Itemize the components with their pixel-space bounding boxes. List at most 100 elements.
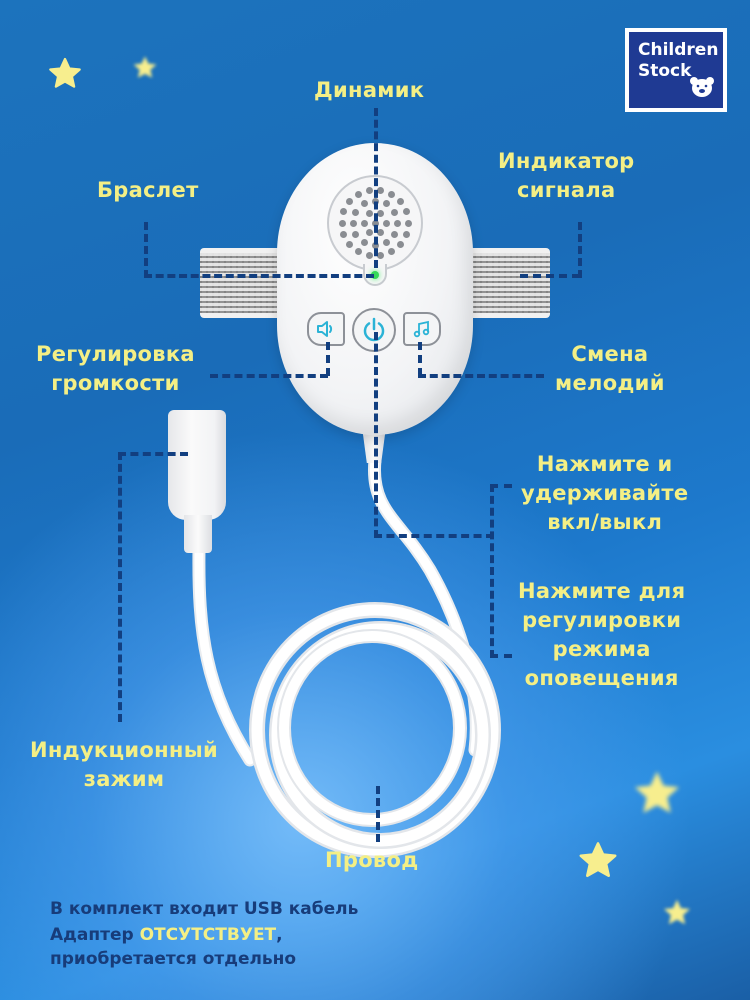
label-power: Нажмите и удерживайте вкл/выкл bbox=[521, 450, 688, 537]
leader-speaker bbox=[374, 108, 378, 268]
speaker-hole bbox=[366, 209, 373, 217]
label-volume: Регулировка громкости bbox=[36, 340, 195, 398]
speaker-hole bbox=[393, 219, 401, 227]
label-power-line1: Нажмите и bbox=[536, 452, 673, 476]
note-adapter-missing: Адаптер ОТСУТСТВУЕТ, bbox=[50, 922, 283, 948]
note-line2-highlight: ОТСУТСТВУЕТ bbox=[139, 925, 277, 945]
led-indicator bbox=[371, 271, 379, 279]
label-mode-line1: Нажмите для bbox=[518, 579, 686, 603]
label-mode-line2: регулировки bbox=[522, 608, 682, 632]
note-line2-suffix: , bbox=[276, 925, 283, 945]
speaker-hole bbox=[346, 240, 354, 248]
speaker-hole bbox=[402, 208, 410, 216]
logo-text-line1: Children bbox=[638, 40, 719, 60]
speaker-hole bbox=[388, 190, 395, 198]
label-melody-line1: Смена bbox=[571, 342, 649, 366]
label-bracelet: Браслет bbox=[97, 176, 199, 205]
leader-volume-v bbox=[326, 342, 330, 376]
speaker-hole bbox=[360, 219, 368, 227]
leader-power-v bbox=[374, 332, 378, 538]
star-icon bbox=[133, 56, 157, 78]
star-icon bbox=[634, 771, 680, 813]
volume-button[interactable] bbox=[307, 312, 345, 346]
label-mode-line4: оповещения bbox=[524, 666, 679, 690]
leader-melody-h bbox=[418, 374, 544, 378]
speaker-hole bbox=[396, 198, 404, 206]
label-clip: Индукционный зажим bbox=[30, 736, 218, 794]
speaker-hole bbox=[390, 208, 398, 216]
speaker-hole bbox=[382, 238, 390, 246]
label-mode: Нажмите для регулировки режима оповещени… bbox=[518, 577, 685, 693]
speaker-hole bbox=[388, 248, 395, 256]
label-speaker: Динамик bbox=[314, 76, 424, 105]
note-usb-included: В комплект входит USB кабель bbox=[50, 896, 358, 922]
logo-text-line2: Stock bbox=[638, 61, 692, 81]
label-melody-line2: мелодий bbox=[555, 371, 665, 395]
label-clip-line1: Индукционный bbox=[30, 738, 219, 762]
speaker-hole bbox=[382, 219, 390, 227]
speaker-hole bbox=[352, 208, 360, 216]
speaker-hole bbox=[404, 219, 412, 227]
speaker-hole bbox=[377, 187, 385, 194]
speaker-hole bbox=[366, 229, 373, 237]
note-line2-prefix: Адаптер bbox=[50, 925, 140, 945]
label-speaker-text: Динамик bbox=[314, 78, 425, 102]
note-line1: В комплект входит USB кабель bbox=[50, 899, 359, 919]
leader-clip-v bbox=[118, 452, 122, 722]
speaker-hole bbox=[365, 251, 373, 259]
speaker-hole bbox=[390, 230, 398, 238]
bear-icon bbox=[690, 77, 714, 97]
speaker-hole bbox=[338, 219, 346, 227]
speaker-hole bbox=[340, 230, 348, 238]
speaker-hole bbox=[346, 198, 354, 206]
speaker-hole bbox=[402, 230, 410, 238]
leader-melody-v bbox=[418, 342, 422, 376]
leader-bracelet-v bbox=[144, 222, 148, 278]
note-buy-separately: приобретается отдельно bbox=[50, 946, 296, 972]
label-indicator: Индикатор сигнала bbox=[498, 147, 635, 205]
star-icon bbox=[579, 842, 617, 878]
label-volume-line2: громкости bbox=[51, 371, 180, 395]
leader-volume-h bbox=[210, 374, 328, 378]
label-indicator-line2: сигнала bbox=[517, 178, 616, 202]
induction-clip bbox=[168, 410, 226, 520]
speaker-hole bbox=[355, 190, 362, 198]
label-wire-text: Провод bbox=[325, 848, 419, 872]
leader-mode-v bbox=[490, 484, 494, 658]
star-icon bbox=[663, 899, 691, 925]
leader-bracelet-h bbox=[144, 274, 374, 278]
leader-mode-h bbox=[490, 484, 512, 488]
speaker-hole bbox=[352, 230, 360, 238]
speaker-hole bbox=[396, 240, 404, 248]
label-volume-line1: Регулировка bbox=[36, 342, 195, 366]
leader-wire bbox=[376, 786, 380, 842]
leader-mode-h2 bbox=[490, 654, 512, 658]
leader-indicator-h bbox=[520, 274, 580, 278]
label-wire: Провод bbox=[325, 846, 419, 875]
speaker-hole bbox=[349, 219, 357, 227]
speaker-hole bbox=[365, 187, 373, 194]
speaker-hole bbox=[360, 238, 368, 246]
melody-button[interactable] bbox=[403, 312, 441, 346]
speaker-hole bbox=[377, 209, 384, 217]
speaker-hole bbox=[360, 200, 368, 208]
label-mode-line3: режима bbox=[552, 637, 651, 661]
leader-indicator-v bbox=[578, 222, 582, 278]
speaker-hole bbox=[340, 208, 348, 216]
note-line3: приобретается отдельно bbox=[50, 949, 297, 969]
speaker-hole bbox=[382, 200, 390, 208]
music-note-icon bbox=[413, 320, 430, 338]
label-bracelet-text: Браслет bbox=[97, 178, 199, 202]
label-indicator-line1: Индикатор bbox=[498, 149, 635, 173]
label-melody: Смена мелодий bbox=[555, 340, 665, 398]
speaker-volume-icon bbox=[317, 321, 333, 337]
speaker-hole bbox=[355, 248, 362, 256]
wire-cable bbox=[192, 453, 501, 858]
label-power-line3: вкл/выкл bbox=[547, 510, 663, 534]
star-icon bbox=[49, 57, 81, 88]
speaker-hole bbox=[377, 251, 385, 259]
brand-logo: Children Stock bbox=[625, 28, 727, 112]
leader-power-h bbox=[374, 534, 494, 538]
label-clip-line2: зажим bbox=[83, 767, 165, 791]
leader-clip-h bbox=[118, 452, 188, 456]
